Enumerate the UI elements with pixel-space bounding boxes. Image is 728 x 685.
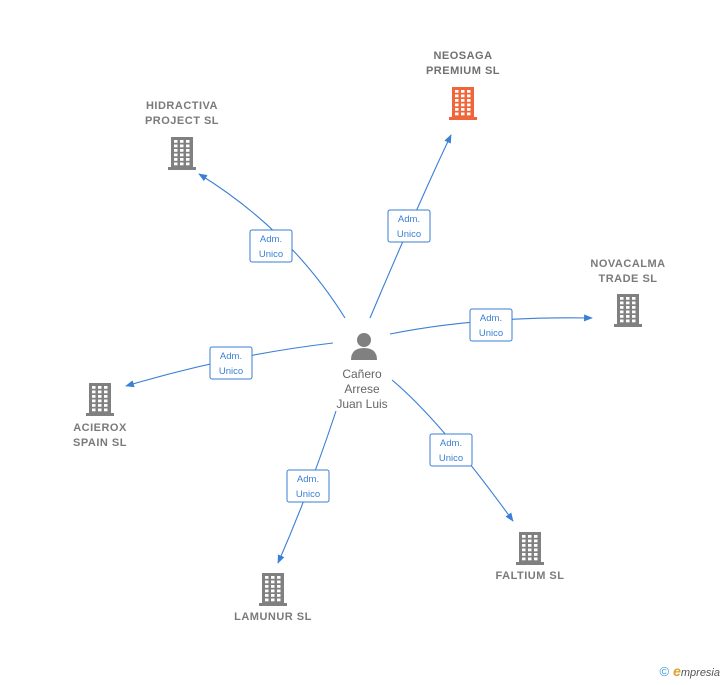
company-label-hidractiva[interactable]: HIDRACTIVA <box>146 100 218 112</box>
company-label-lamunur[interactable]: LAMUNUR SL <box>234 611 312 623</box>
role-text: Adm. <box>260 234 282 245</box>
company-label-acierox[interactable]: ACIEROX <box>73 422 127 434</box>
copyright-icon: © <box>659 663 670 679</box>
person-icon[interactable] <box>351 333 377 360</box>
company-label-hidractiva[interactable]: PROJECT SL <box>145 115 219 127</box>
building-icon-hidractiva[interactable] <box>168 137 196 170</box>
role-text: Unico <box>296 489 320 500</box>
building-icon-neosaga[interactable] <box>449 87 477 120</box>
role-badge-novacalma[interactable]: Adm. Unico <box>469 308 513 342</box>
role-badge-lamunur[interactable]: Adm. Unico <box>286 469 330 503</box>
role-text: Adm. <box>297 474 319 485</box>
role-badge-faltium[interactable]: Adm. Unico <box>429 433 473 467</box>
role-text: Unico <box>479 328 503 339</box>
role-text: Adm. <box>480 313 502 324</box>
role-text: Unico <box>397 229 421 240</box>
company-label-neosaga[interactable]: NEOSAGA <box>433 50 492 62</box>
role-text: Adm. <box>440 438 462 449</box>
role-text: Adm. <box>398 214 420 225</box>
role-text: Adm. <box>220 351 242 362</box>
role-text: Unico <box>439 453 463 464</box>
company-label-faltium[interactable]: FALTIUM SL <box>496 570 565 582</box>
building-icon-novacalma[interactable] <box>614 294 642 327</box>
company-label-novacalma[interactable]: TRADE SL <box>599 273 658 285</box>
role-text: Unico <box>219 366 243 377</box>
person-name-label[interactable]: Arrese <box>344 382 380 396</box>
building-icon-lamunur[interactable] <box>259 573 287 606</box>
role-badge-neosaga[interactable]: Adm. Unico <box>387 209 431 243</box>
company-label-neosaga[interactable]: PREMIUM SL <box>426 65 500 77</box>
building-icon-acierox[interactable] <box>86 383 114 416</box>
role-text: Unico <box>259 249 283 260</box>
role-badge-acierox[interactable]: Adm. Unico <box>209 346 253 380</box>
company-label-acierox[interactable]: SPAIN SL <box>73 437 127 449</box>
person-name-label[interactable]: Juan Luis <box>336 397 387 411</box>
brand-logo: empresia <box>673 663 720 679</box>
company-label-novacalma[interactable]: NOVACALMA <box>590 258 665 270</box>
role-badge-hidractiva[interactable]: Adm. Unico <box>249 229 293 263</box>
person-name-label[interactable]: Cañero <box>342 367 382 381</box>
footer-brand: © empresia <box>659 663 720 679</box>
building-icon-faltium[interactable] <box>516 532 544 565</box>
